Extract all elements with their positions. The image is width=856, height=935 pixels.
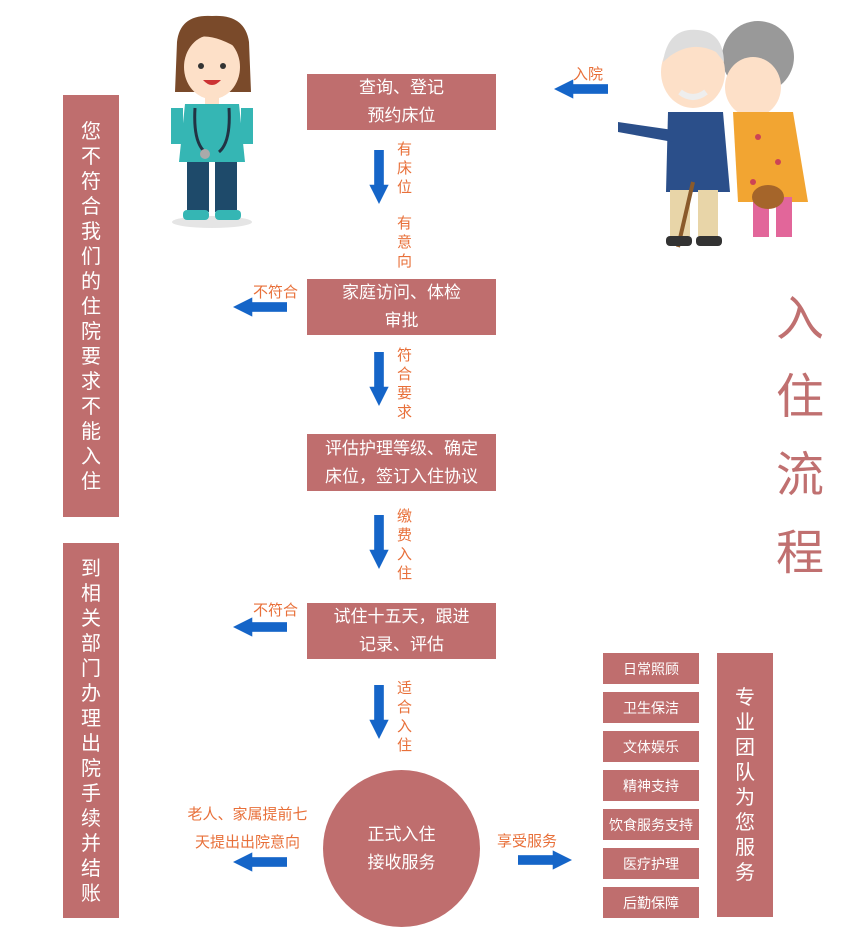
enjoy-service-label: 享受服务 <box>497 832 558 850</box>
step-line: 试住十五天，跟进 <box>333 607 470 627</box>
final-admission-circle: 正式入住 接收服务 <box>323 770 480 927</box>
label-has-bed: 有床位 <box>397 140 413 196</box>
exit-note-line: 老人、家属提前七 <box>187 805 308 823</box>
step-line: 记录、评估 <box>359 635 444 655</box>
step-line: 审批 <box>384 311 419 331</box>
label-meets-requirements: 符合要求 <box>397 346 413 421</box>
label-suitable-admit: 适合入住 <box>397 679 413 754</box>
page-title: 入住流程 <box>775 291 824 581</box>
exit-note-line: 天提出出院意向 <box>194 833 300 851</box>
reject-label: 不符合 <box>253 601 299 619</box>
discharge-notice-text: 到相关部门办理出院手续并结账 <box>81 555 101 905</box>
arrow-left-icon <box>233 852 287 872</box>
step-assessment-contract: 评估护理等级、确定 床位，签订入住协议 <box>307 434 496 491</box>
service-item: 日常照顾 <box>603 653 699 684</box>
step-home-visit-checkup: 家庭访问、体检 审批 <box>307 279 496 335</box>
nurse-illustration <box>171 15 253 228</box>
arrow-right-icon <box>518 850 572 870</box>
label-has-intent: 有意向 <box>397 214 413 270</box>
arrow-down-icon <box>369 685 389 739</box>
step-line: 床位，签订入住协议 <box>325 466 478 487</box>
step-line: 评估护理等级、确定 <box>325 438 478 459</box>
step-line: 家庭访问、体检 <box>342 283 461 303</box>
arrow-left-icon <box>554 79 608 99</box>
entry-label: 入院 <box>573 65 604 83</box>
service-item: 饮食服务支持 <box>603 809 699 840</box>
service-item: 文体娱乐 <box>603 731 699 762</box>
discharge-notice-box: 到相关部门办理出院手续并结账 <box>63 543 119 918</box>
service-item: 卫生保洁 <box>603 692 699 723</box>
step-inquiry-register: 查询、登记 预约床位 <box>307 74 496 130</box>
arrow-left-icon <box>233 617 287 637</box>
final-line: 正式入住 <box>367 824 436 845</box>
final-line: 接收服务 <box>367 852 436 873</box>
service-item: 医疗护理 <box>603 848 699 879</box>
arrow-down-icon <box>369 352 389 406</box>
step-line: 查询、登记 <box>359 78 444 98</box>
service-item: 精神支持 <box>603 770 699 801</box>
exit-note: 老人、家属提前七 天提出出院意向 <box>180 800 315 856</box>
reject-notice-box: 您不符合我们的住院要求 不能入住 <box>63 95 121 517</box>
reject-notice-text: 您不符合我们的住院要求 不能入住 <box>81 118 121 493</box>
elderly-couple-illustration <box>618 21 808 248</box>
arrow-left-icon <box>233 297 287 317</box>
arrow-down-icon <box>369 515 389 569</box>
step-line: 预约床位 <box>367 106 436 126</box>
reject-label: 不符合 <box>253 283 299 301</box>
arrow-down-icon <box>369 150 389 204</box>
team-service-text: 专业团队为您服务 <box>735 685 755 884</box>
step-trial-stay: 试住十五天，跟进 记录、评估 <box>307 603 496 659</box>
team-service-box: 专业团队为您服务 <box>717 653 773 917</box>
label-pay-admit: 缴费入住 <box>397 507 413 582</box>
service-item: 后勤保障 <box>603 887 699 918</box>
